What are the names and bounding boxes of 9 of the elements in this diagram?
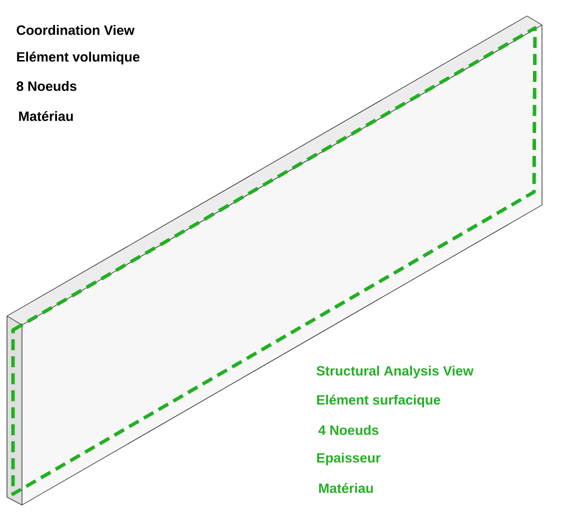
view-label: Matériau [19,111,73,122]
view-label: Elément surfacique [317,394,440,408]
view-label: 4 Noeuds [318,425,378,435]
view-label: Coordination View [16,25,134,35]
view-label: 8 Noeuds [16,81,76,91]
view-label: Structural Analysis View [316,366,474,378]
view-label: Matériau [319,483,373,494]
view-label: Epaisseur [317,452,381,466]
view-label: Elément volumique [17,52,140,64]
